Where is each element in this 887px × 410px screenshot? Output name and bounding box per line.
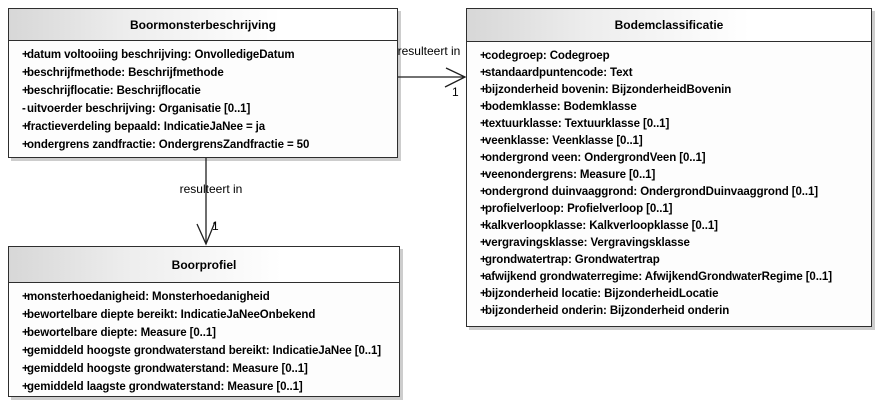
attribute-text: bijzonderheid locatie: BijzonderheidLoca… [485, 287, 719, 300]
visibility-marker: + [22, 49, 29, 61]
attribute-row[interactable]: +datum voltooiing beschrijving: Onvolled… [9, 46, 397, 64]
attribute-row[interactable]: -uitvoerder beschrijving: Organisatie [0… [9, 100, 397, 118]
class-title-bodemclassificatie: Bodemclassificatie [467, 9, 871, 42]
visibility-marker: + [480, 236, 487, 249]
attribute-text: afwijkend grondwaterregime: AfwijkendGro… [485, 270, 832, 283]
attribute-text: bijzonderheid onderin: Bijzonderheid ond… [485, 304, 730, 317]
attribute-row[interactable]: +profielverloop: Profielverloop [0..1] [467, 200, 871, 217]
visibility-marker: + [480, 134, 487, 147]
visibility-marker: + [22, 381, 29, 393]
attribute-text: kalkverloopklasse: Kalkverloopklasse [0.… [485, 219, 718, 232]
attribute-row[interactable]: +kalkverloopklasse: Kalkverloopklasse [0… [467, 217, 871, 234]
attribute-text: bewortelbare diepte bereikt: IndicatieJa… [27, 309, 316, 321]
visibility-marker: + [480, 270, 487, 283]
attribute-text: datum voltooiing beschrijving: Onvolledi… [27, 49, 295, 61]
multiplicity-label: 1 [452, 85, 459, 99]
visibility-marker: + [22, 67, 29, 79]
visibility-marker: + [480, 219, 487, 232]
visibility-marker: + [480, 253, 487, 266]
visibility-marker: + [22, 345, 29, 357]
visibility-marker: + [480, 100, 487, 113]
class-box-bodemclassificatie[interactable]: Bodemclassificatie +codegroep: Codegroep… [466, 8, 872, 327]
visibility-marker: + [480, 83, 487, 96]
attribute-text: ondergrond duinvaaggrond: OndergrondDuin… [485, 185, 819, 198]
visibility-marker: + [22, 291, 29, 303]
attribute-text: uitvoerder beschrijving: Organisatie [0.… [27, 103, 251, 115]
attribute-text: vergravingsklasse: Vergravingsklasse [485, 236, 690, 249]
visibility-marker: + [22, 85, 29, 97]
attribute-row[interactable]: +textuurklasse: Textuurklasse [0..1] [467, 115, 871, 132]
visibility-marker: - [22, 103, 26, 115]
class-box-boorprofiel[interactable]: Boorprofiel +monsterhoedanigheid: Monste… [8, 246, 400, 397]
attribute-text: bewortelbare diepte: Measure [0..1] [27, 327, 216, 339]
visibility-marker: + [22, 139, 29, 151]
attribute-row[interactable]: +fractieverdeling bepaald: IndicatieJaNe… [9, 118, 397, 136]
attribute-text: fractieverdeling bepaald: IndicatieJaNee… [27, 121, 266, 133]
attribute-list: +datum voltooiing beschrijving: Onvolled… [9, 41, 397, 154]
attribute-row[interactable]: +bodemklasse: Bodemklasse [467, 98, 871, 115]
attribute-text: profielverloop: Profielverloop [0..1] [485, 202, 673, 215]
attribute-text: ondergrond veen: OndergrondVeen [0..1] [485, 151, 706, 164]
attribute-row[interactable]: +bewortelbare diepte: Measure [0..1] [9, 324, 399, 342]
attribute-text: gemiddeld laagste grondwaterstand: Measu… [27, 381, 303, 393]
attribute-row[interactable]: +bijzonderheid onderin: Bijzonderheid on… [467, 302, 871, 319]
attribute-list: +codegroep: Codegroep +standaardpuntenco… [467, 42, 871, 319]
attribute-row[interactable]: +gemiddeld hoogste grondwaterstand: Meas… [9, 360, 399, 378]
visibility-marker: + [22, 363, 29, 375]
class-title-boormonsterbeschrijving: Boormonsterbeschrijving [9, 9, 397, 41]
attribute-row[interactable]: +beschrijfmethode: Beschrijfmethode [9, 64, 397, 82]
visibility-marker: + [480, 287, 487, 300]
attribute-row[interactable]: +grondwatertrap: Grondwatertrap [467, 251, 871, 268]
attribute-text: monsterhoedanigheid: Monsterhoedanigheid [27, 291, 270, 303]
attribute-row[interactable]: +veenklasse: Veenklasse [0..1] [467, 132, 871, 149]
association-label-resulteert-in-right: resulteert in [397, 44, 461, 58]
class-box-boormonsterbeschrijving[interactable]: Boormonsterbeschrijving +datum voltooiin… [8, 8, 398, 158]
attribute-text: grondwatertrap: Grondwatertrap [485, 253, 660, 266]
attribute-row[interactable]: +gemiddeld hoogste grondwaterstand berei… [9, 342, 399, 360]
attribute-row[interactable]: +bewortelbare diepte bereikt: IndicatieJ… [9, 306, 399, 324]
attribute-row[interactable]: +standaardpuntencode: Text [467, 64, 871, 81]
attribute-text: textuurklasse: Textuurklasse [0..1] [485, 117, 670, 130]
attribute-text: gemiddeld hoogste grondwaterstand: Measu… [27, 363, 308, 375]
attribute-row[interactable]: +beschrijflocatie: Beschrijflocatie [9, 82, 397, 100]
attribute-row[interactable]: +afwijkend grondwaterregime: AfwijkendGr… [467, 268, 871, 285]
visibility-marker: + [480, 117, 487, 130]
attribute-text: codegroep: Codegroep [485, 49, 610, 62]
visibility-marker: + [22, 309, 29, 321]
attribute-row[interactable]: +bijzonderheid locatie: BijzonderheidLoc… [467, 285, 871, 302]
attribute-row[interactable]: +gemiddeld laagste grondwaterstand: Meas… [9, 378, 399, 396]
visibility-marker: + [480, 49, 487, 62]
attribute-row[interactable]: +veenondergrens: Measure [0..1] [467, 166, 871, 183]
attribute-row[interactable]: +ondergrens zandfractie: OndergrensZandf… [9, 136, 397, 154]
class-title-boorprofiel: Boorprofiel [9, 247, 399, 283]
multiplicity-label: 1 [212, 219, 219, 233]
visibility-marker: + [480, 66, 487, 79]
visibility-marker: + [22, 327, 29, 339]
attribute-text: bodemklasse: Bodemklasse [485, 100, 637, 113]
attribute-list: +monsterhoedanigheid: Monsterhoedanighei… [9, 283, 399, 396]
attribute-text: beschrijfmethode: Beschrijfmethode [27, 67, 224, 79]
attribute-text: gemiddeld hoogste grondwaterstand bereik… [27, 345, 382, 357]
attribute-row[interactable]: +monsterhoedanigheid: Monsterhoedanighei… [9, 288, 399, 306]
visibility-marker: + [480, 185, 487, 198]
attribute-text: standaardpuntencode: Text [485, 66, 633, 79]
visibility-marker: + [480, 151, 487, 164]
attribute-text: beschrijflocatie: Beschrijflocatie [27, 85, 201, 97]
visibility-marker: + [480, 202, 487, 215]
attribute-row[interactable]: +vergravingsklasse: Vergravingsklasse [467, 234, 871, 251]
association-label-resulteert-in-down: resulteert in [179, 182, 243, 196]
attribute-row[interactable]: +ondergrond duinvaaggrond: OndergrondDui… [467, 183, 871, 200]
visibility-marker: + [22, 121, 29, 133]
visibility-marker: + [480, 168, 487, 181]
attribute-text: veenondergrens: Measure [0..1] [485, 168, 656, 181]
attribute-text: veenklasse: Veenklasse [0..1] [485, 134, 643, 147]
visibility-marker: + [480, 304, 487, 317]
attribute-row[interactable]: +bijzonderheid bovenin: BijzonderheidBov… [467, 81, 871, 98]
attribute-row[interactable]: +codegroep: Codegroep [467, 47, 871, 64]
attribute-text: ondergrens zandfractie: OndergrensZandfr… [27, 139, 310, 151]
attribute-text: bijzonderheid bovenin: BijzonderheidBove… [485, 83, 732, 96]
attribute-row[interactable]: +ondergrond veen: OndergrondVeen [0..1] [467, 149, 871, 166]
